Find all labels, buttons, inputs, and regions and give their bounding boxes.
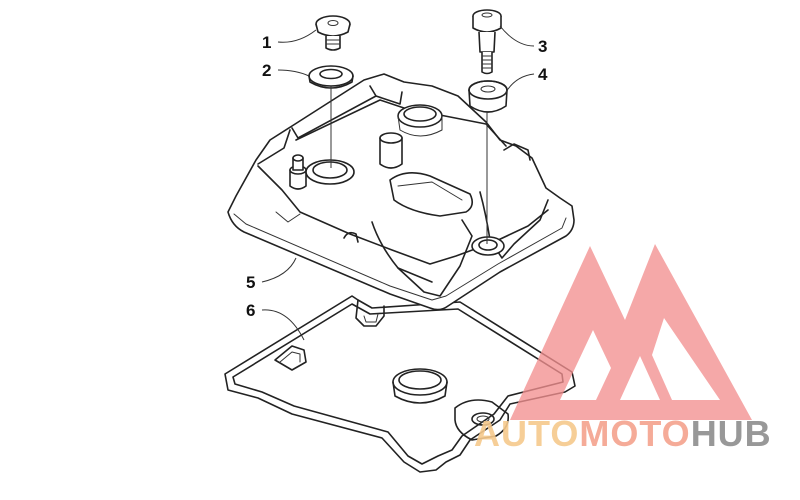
callout-4: 4 bbox=[538, 65, 548, 84]
bolt-part-3 bbox=[472, 9, 502, 75]
gasket-part-6 bbox=[224, 295, 576, 473]
grommet-part-4 bbox=[468, 80, 508, 113]
watermark-moto: MOTO bbox=[579, 413, 690, 454]
leader-3 bbox=[499, 25, 535, 47]
screw-part-1 bbox=[315, 15, 351, 51]
callout-2: 2 bbox=[262, 61, 271, 80]
leader-4 bbox=[505, 73, 535, 93]
watermark-hub: HUB bbox=[691, 413, 772, 454]
washer-part-2 bbox=[308, 65, 354, 89]
leader-6 bbox=[261, 309, 305, 341]
svg-text:AUTOMOTOHUB: AUTOMOTOHUB bbox=[474, 413, 772, 454]
automotohub-logo-icon bbox=[510, 244, 752, 420]
callout-3: 3 bbox=[538, 37, 547, 56]
leader-2 bbox=[277, 69, 310, 77]
watermark-text: AUTOMOTOHUB bbox=[474, 413, 772, 454]
leader-5 bbox=[261, 257, 297, 283]
leader-1 bbox=[277, 29, 317, 43]
watermark-auto: AUTO bbox=[474, 413, 579, 454]
callout-6: 6 bbox=[246, 301, 255, 320]
valve-cover-part-5 bbox=[227, 73, 575, 311]
callout-1: 1 bbox=[262, 33, 271, 52]
callout-5: 5 bbox=[246, 273, 255, 292]
